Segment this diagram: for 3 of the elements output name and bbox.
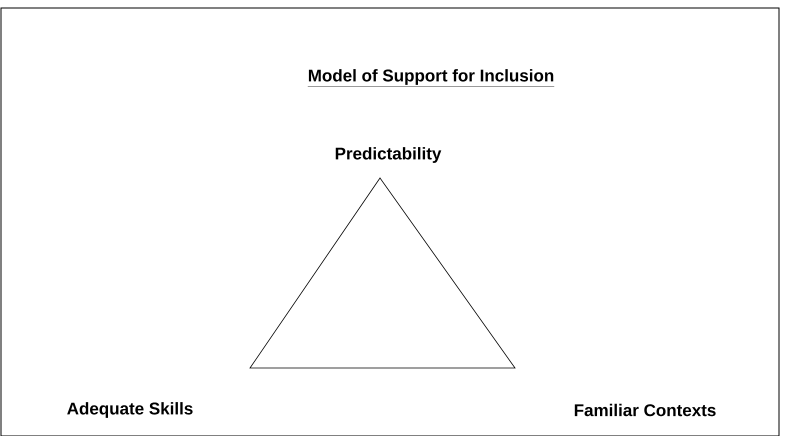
corner-label: Adequate Skills [67, 402, 193, 418]
title: Model of Support for Inclusion [308, 69, 554, 87]
corner-label: Familiar Contexts [574, 404, 716, 416]
